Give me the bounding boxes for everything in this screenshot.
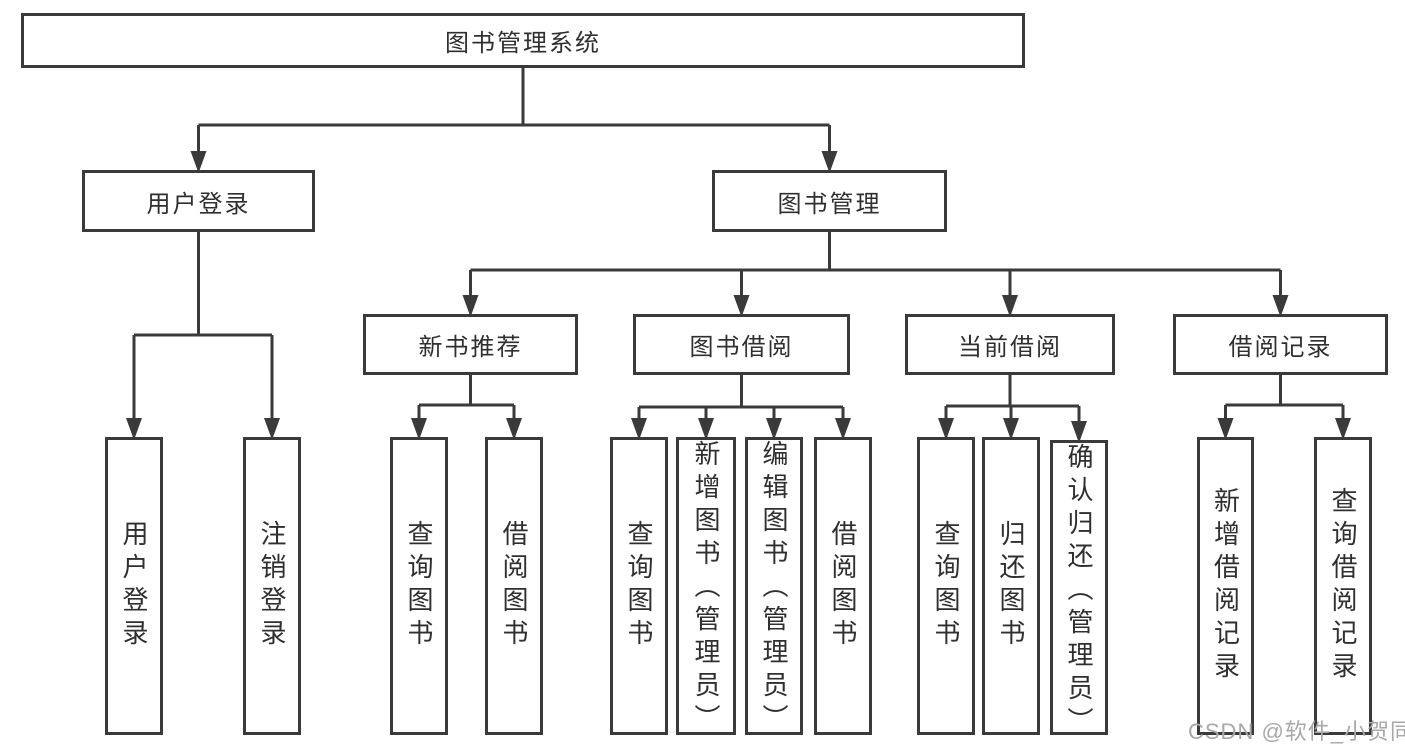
node-label: 新增借阅记录 (1210, 487, 1241, 685)
node-records: 借阅记录 (1173, 314, 1388, 375)
node-label: 查询图书 (931, 520, 961, 652)
node-label: 新增图书（管理员） (691, 440, 721, 737)
node-label: 查询借阅记录 (1328, 487, 1358, 685)
connector-path (944, 375, 1081, 428)
node-book-mgmt: 图书管理 (712, 170, 947, 232)
node-c-confirm: 确认归还（管理员） (1050, 440, 1108, 740)
csdn-watermark: CSDN @软件_小贺同学 (1188, 719, 1405, 744)
node-c-query: 查询图书 (917, 437, 975, 735)
connector-path (637, 375, 845, 425)
connector-path (132, 232, 274, 425)
node-user-login: 用户登录 (82, 170, 315, 232)
node-r-query: 查询借阅记录 (1314, 437, 1372, 735)
node-label: 编辑图书（管理员） (759, 440, 789, 737)
node-current: 当前借阅 (905, 314, 1115, 375)
node-b-edit: 编辑图书（管理员） (745, 437, 803, 737)
node-label: 查询图书 (404, 520, 434, 652)
node-b-add: 新增图书（管理员） (676, 437, 736, 737)
node-b-query: 查询图书 (610, 437, 668, 735)
node-label: 借阅图书 (828, 520, 858, 652)
node-label: 确认归还（管理员） (1064, 443, 1094, 740)
connector-path (1224, 375, 1345, 425)
connector-path (417, 375, 516, 425)
node-ul-logout: 注销登录 (243, 437, 301, 735)
node-label: 借阅记录 (1228, 334, 1333, 361)
node-label: 新书推荐 (418, 334, 523, 361)
node-label: 用户登录 (119, 520, 149, 652)
node-nr-query: 查询图书 (390, 437, 448, 735)
node-root: 图书管理系统 (21, 13, 1025, 68)
connector-path (197, 68, 831, 158)
node-nr-borrow: 借阅图书 (485, 437, 543, 735)
node-c-return: 归还图书 (982, 437, 1040, 735)
node-label: 图书借阅 (689, 334, 794, 361)
node-label: 归还图书 (996, 520, 1026, 652)
node-label: 借阅图书 (499, 520, 529, 652)
node-r-add: 新增借阅记录 (1197, 437, 1254, 735)
node-label: 注销登录 (257, 520, 287, 652)
node-borrow: 图书借阅 (633, 314, 850, 375)
node-b-borrow: 借阅图书 (814, 437, 872, 735)
node-label: 图书管理 (777, 190, 882, 218)
connector-path (469, 232, 1282, 302)
node-label: 图书管理系统 (445, 30, 601, 57)
node-ul-login: 用户登录 (105, 437, 163, 735)
node-new-rec: 新书推荐 (363, 314, 578, 375)
node-label: 查询图书 (624, 520, 654, 652)
node-label: 用户登录 (146, 190, 251, 218)
node-label: 当前借阅 (958, 334, 1062, 361)
